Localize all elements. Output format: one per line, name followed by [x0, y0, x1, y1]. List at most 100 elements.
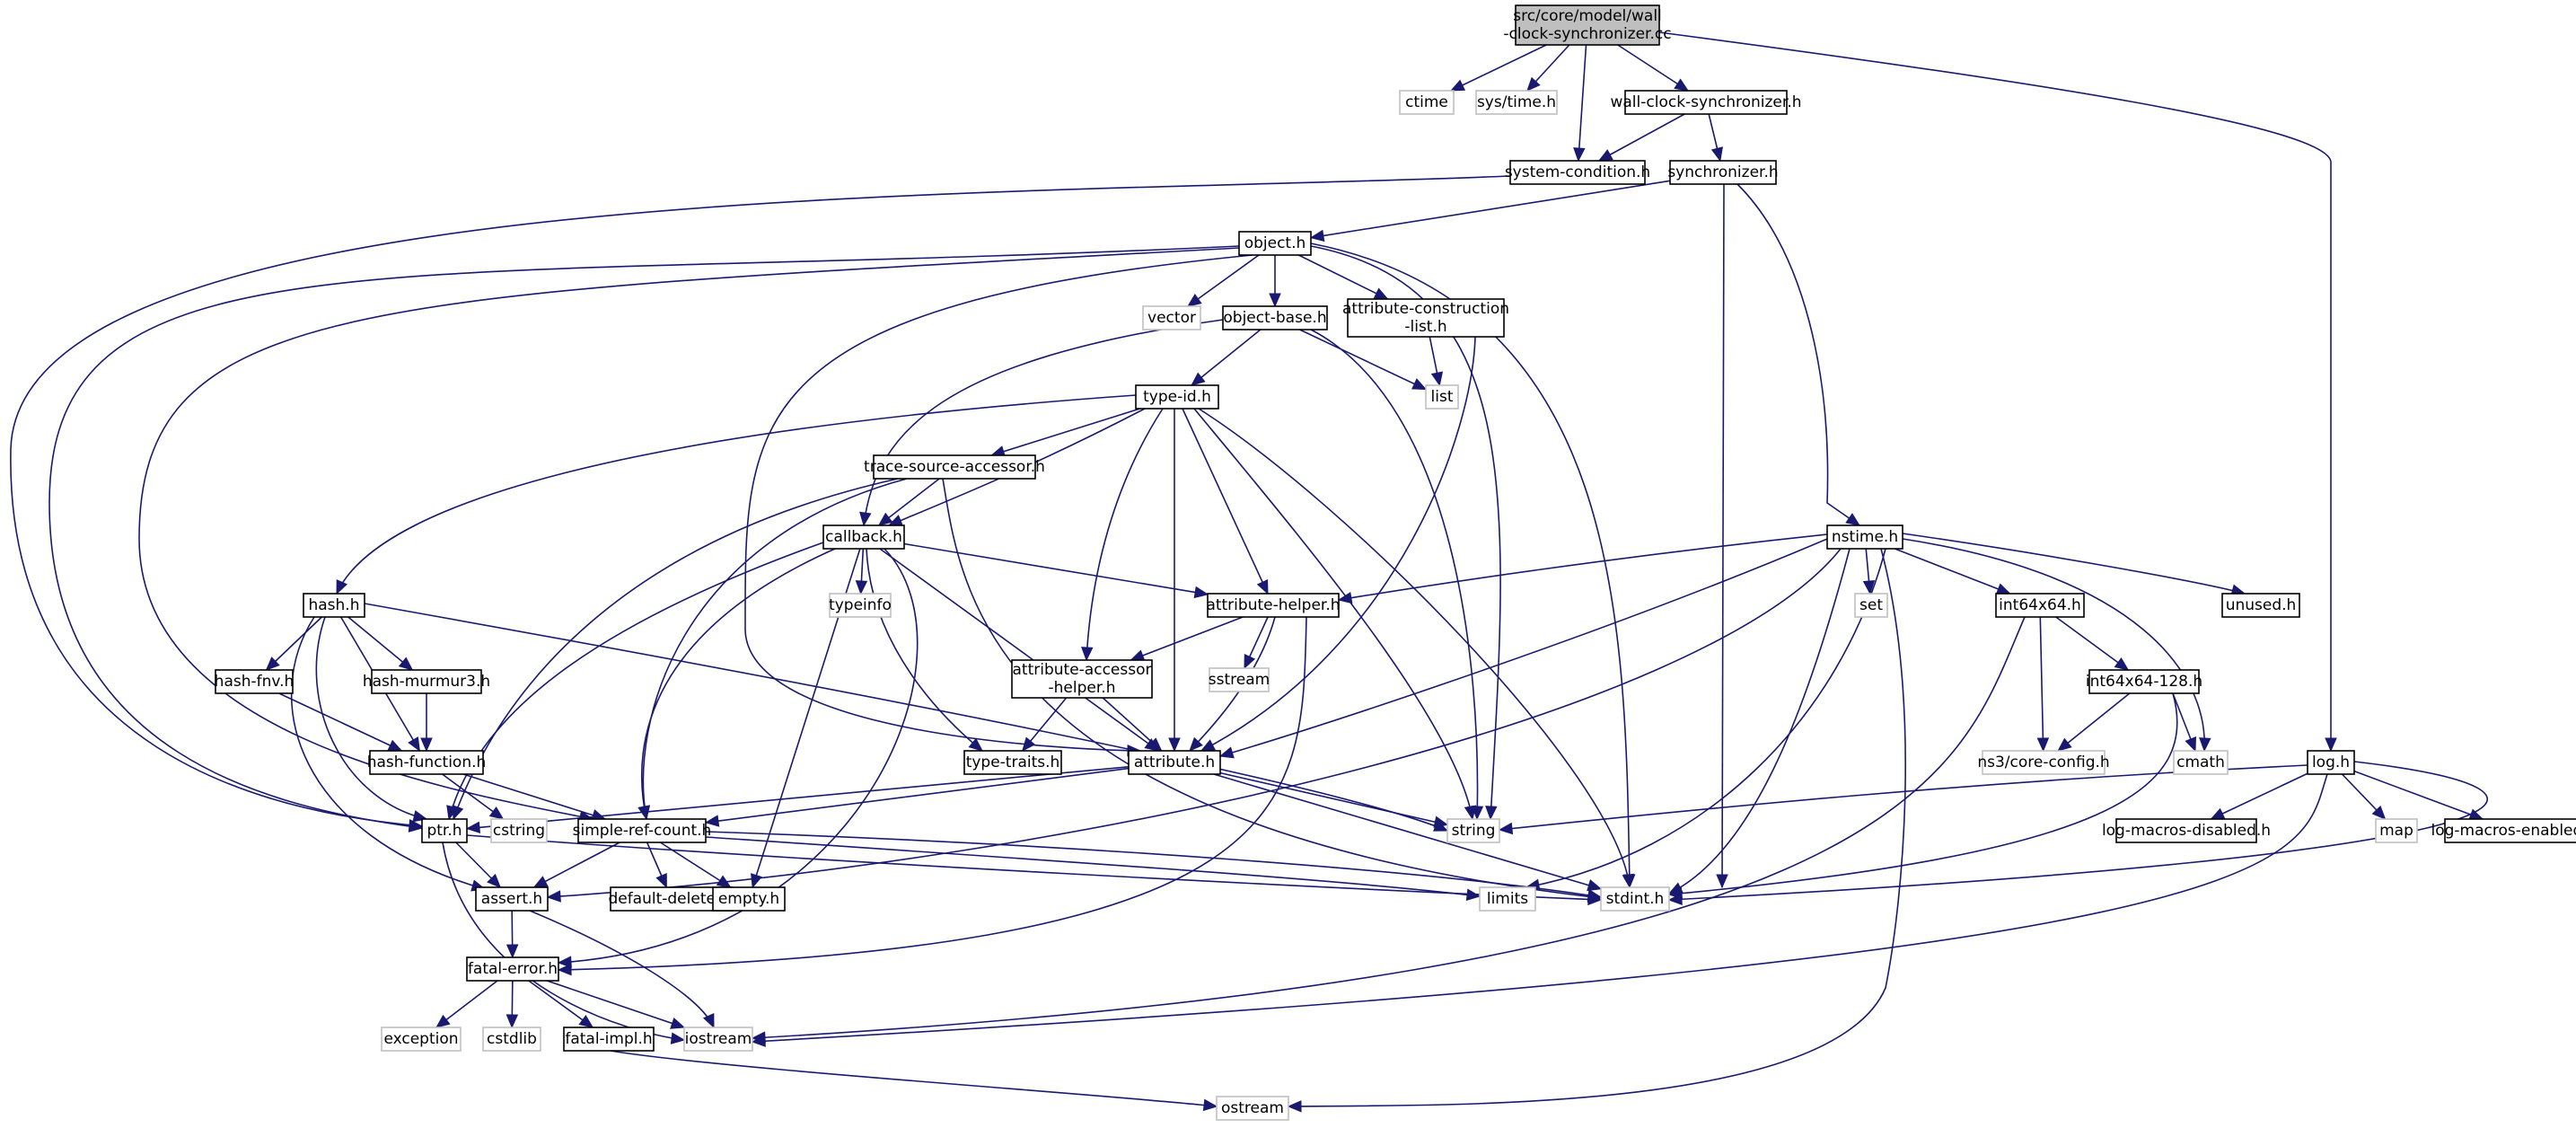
edge-attraccess-to-attribute [1102, 697, 1163, 752]
node-cstring: cstring [490, 818, 548, 843]
edge-attraccess-to-typetraits [1021, 697, 1068, 752]
node-hashfunc[interactable]: hash-function.h [367, 750, 487, 775]
node-map: map [2375, 818, 2418, 843]
node-iostream-label: iostream [685, 1030, 752, 1048]
node-fatalimpl-label: fatal-impl.h [565, 1030, 652, 1048]
node-exception-label: exception [383, 1030, 458, 1048]
edge-tracesrc-to-callback [877, 478, 940, 526]
node-hash[interactable]: hash.h [303, 593, 365, 618]
edge-assert-to-fatalerr [506, 910, 519, 959]
edge-root-to-wcsynch [1617, 44, 1690, 92]
edge-int64-to-iostream [751, 616, 2026, 1044]
node-hashmurmur-label: hash-murmur3.h [363, 673, 490, 691]
edge-callback-to-typeinfo [855, 548, 868, 595]
node-attrhelper[interactable]: attribute-helper.h [1206, 593, 1341, 618]
node-typetraits[interactable]: type-traits.h [963, 750, 1062, 775]
edge-simpleref-to-empty [659, 842, 732, 888]
node-synch[interactable]: synchronizer.h [1667, 160, 1779, 185]
edge-int64-to-coreconfig [2036, 616, 2050, 753]
edge-wcsynch-to-syscond [1597, 113, 1685, 162]
edge-typeid-to-attribute [1168, 409, 1181, 753]
edge-callback-to-fatalerr [557, 548, 919, 968]
node-int128[interactable]: int64x64-128.h [2086, 669, 2202, 694]
node-root-label: src/core/model/wall [1513, 7, 1662, 25]
edge-typeid-to-hash [336, 394, 1137, 595]
node-ptr[interactable]: ptr.h [421, 818, 468, 843]
node-stdint-label: stdint.h [1606, 890, 1665, 908]
node-tracesrc[interactable]: trace-source-accessor.h [864, 454, 1045, 480]
node-empty[interactable]: empty.h [712, 886, 786, 912]
node-typeinfo: typeinfo [829, 593, 892, 618]
node-root[interactable]: src/core/model/wall-clock-synchronizer.c… [1503, 4, 1672, 46]
node-cstdlib-label: cstdlib [487, 1030, 537, 1048]
node-syscond[interactable]: system-condition.h [1505, 160, 1650, 185]
node-attribute[interactable]: attribute.h [1128, 750, 1221, 775]
edge-synch-to-stdint [1716, 183, 1728, 889]
node-callback-label: callback.h [825, 528, 902, 546]
node-typeid-label: type-id.h [1143, 388, 1211, 406]
edge-attribute-to-stdint [1213, 773, 1603, 892]
edge-object-to-objbase [1269, 255, 1281, 308]
node-systime-label: sys/time.h [1477, 93, 1556, 111]
edge-attribute-to-ptr [465, 765, 1130, 834]
node-wcsynch[interactable]: wall-clock-synchronizer.h [1610, 90, 1802, 115]
edge-attribute-to-simpleref [704, 767, 1130, 827]
node-object-label: object.h [1244, 234, 1306, 252]
node-assert[interactable]: assert.h [475, 886, 549, 912]
edge-assert-to-iostream [529, 910, 715, 1029]
node-set-label: set [1859, 596, 1883, 614]
node-hashfnv[interactable]: hash-fnv.h [215, 669, 295, 694]
node-attraccess[interactable]: attribute-accessor-helper.h [1011, 659, 1153, 699]
node-hashfnv-label: hash-fnv.h [215, 673, 295, 691]
edge-nstime-to-set [1862, 548, 1876, 595]
node-unused[interactable]: unused.h [2221, 593, 2300, 618]
edge-ptr-to-iostream [442, 842, 686, 1044]
edge-attrhelper-to-attraccess [1130, 616, 1244, 662]
edge-attrhelper-to-sstream [1244, 616, 1269, 670]
edges-layer [10, 31, 2488, 1113]
node-log[interactable]: log.h [2307, 750, 2355, 775]
node-empty-label: empty.h [718, 890, 779, 908]
edge-log-to-iostream [751, 773, 2328, 1047]
node-hashmurmur[interactable]: hash-murmur3.h [363, 669, 490, 694]
node-syscond-label: system-condition.h [1505, 163, 1650, 181]
edge-root-to-systime [1526, 44, 1570, 92]
node-cmath-label: cmath [2176, 753, 2225, 771]
node-logdis[interactable]: log-macros-disabled.h [2102, 818, 2271, 843]
node-typeid[interactable]: type-id.h [1135, 384, 1219, 410]
nodes-layer: src/core/model/wall-clock-synchronizer.c… [215, 4, 2576, 1121]
node-nstime[interactable]: nstime.h [1826, 524, 1903, 550]
node-defdel-label: default-deleter.h [608, 890, 734, 908]
edge-typeid-to-attraccess [1081, 408, 1164, 662]
node-callback[interactable]: callback.h [822, 524, 905, 550]
node-cstdlib: cstdlib [482, 1027, 541, 1052]
node-systime: sys/time.h [1475, 90, 1558, 115]
edge-objbase-to-callback [859, 319, 1224, 527]
node-ctime-label: ctime [1405, 93, 1448, 111]
node-objbase[interactable]: object-base.h [1222, 305, 1328, 330]
edge-nstime-to-assert [546, 548, 1842, 903]
node-typeinfo-label: typeinfo [829, 596, 892, 614]
edge-object-to-string [1310, 245, 1501, 821]
node-sstream: sstream [1209, 667, 1270, 692]
node-stdint: stdint.h [1600, 886, 1670, 912]
edge-fatalerr-to-iostream [546, 980, 686, 1029]
node-wcsynch-label: wall-clock-synchronizer.h [1610, 93, 1801, 111]
node-tracesrc-label: trace-source-accessor.h [864, 458, 1045, 476]
edge-attrcons-to-list [1429, 336, 1444, 387]
edge-object-to-vector [1186, 254, 1260, 307]
node-hashfunc-label: hash-function.h [367, 753, 487, 771]
node-logen[interactable]: log-macros-enabled.h [2431, 818, 2576, 843]
edge-nstime-to-limits [1525, 548, 1886, 891]
node-fatalerr[interactable]: fatal-error.h [466, 956, 559, 982]
edge-hash-to-hashmurmur [347, 616, 414, 671]
edge-nstime-to-attrhelper [1337, 533, 1828, 604]
node-int64[interactable]: int64x64.h [1995, 593, 2085, 618]
node-attrcons[interactable]: attribute-construction-list.h [1342, 298, 1509, 338]
node-vector: vector [1142, 305, 1201, 330]
node-object[interactable]: object.h [1238, 231, 1312, 256]
node-simpleref[interactable]: simple-ref-count.h [573, 818, 712, 843]
node-root-label: -clock-synchronizer.cc [1503, 25, 1671, 43]
edge-simpleref-to-limits [705, 836, 1481, 901]
node-fatalimpl[interactable]: fatal-impl.h [563, 1027, 655, 1052]
